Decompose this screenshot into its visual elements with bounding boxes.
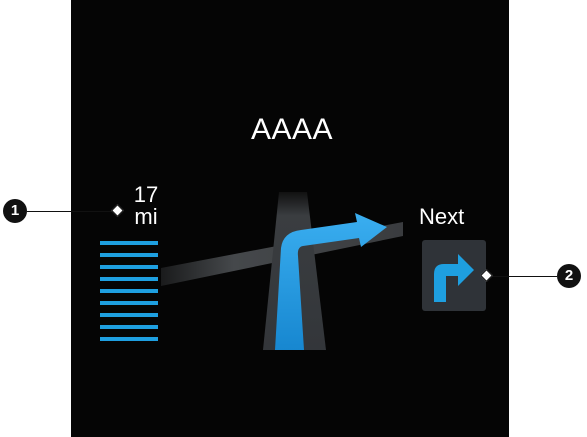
callout-1-leader [27, 211, 116, 212]
next-maneuver-box [422, 240, 486, 311]
distance-readout: 17 mi [129, 184, 163, 228]
callout-1: 1 [3, 199, 27, 223]
distance-bar-segment [100, 265, 158, 269]
next-label: Next [419, 204, 465, 229]
street-name: AAAA [250, 113, 334, 146]
route-path [275, 213, 387, 350]
distance-bar-segment [100, 253, 158, 257]
turn-right-arrow-icon [434, 254, 474, 302]
callout-2-leader [491, 276, 557, 277]
distance-bar-segment [100, 277, 158, 281]
distance-bar-segment [100, 241, 158, 245]
distance-bar-segment [100, 313, 158, 317]
route-guidance-map [161, 192, 403, 350]
distance-unit: mi [134, 204, 158, 229]
distance-bar-segment [100, 325, 158, 329]
navigation-display: AAAA 17 mi Next [71, 0, 509, 437]
distance-bar-graph [100, 241, 158, 345]
distance-bar-segment [100, 301, 158, 305]
distance-bar-segment [100, 289, 158, 293]
distance-value: 17 [133, 182, 159, 207]
callout-2: 2 [557, 264, 581, 288]
distance-bar-segment [100, 337, 158, 341]
